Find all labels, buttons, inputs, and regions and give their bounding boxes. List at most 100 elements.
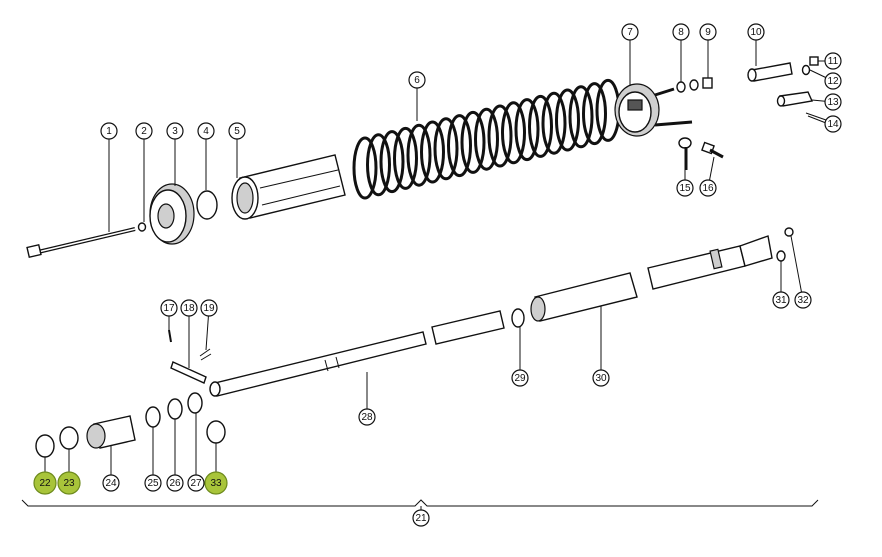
callout-27[interactable]: 27 <box>187 474 205 492</box>
part-washer-8b <box>689 79 699 91</box>
callout-31[interactable]: 31 <box>772 291 790 309</box>
callout-7[interactable]: 7 <box>621 23 639 41</box>
callout-number: 25 <box>147 478 159 489</box>
part-fork-tube <box>647 235 773 290</box>
callout-circle <box>102 474 120 492</box>
callout-13[interactable]: 13 <box>824 93 842 111</box>
spring-coil <box>433 117 459 181</box>
callout-number: 23 <box>63 478 75 489</box>
callout-8[interactable]: 8 <box>672 23 690 41</box>
callout-number: 22 <box>39 478 51 489</box>
callout-3[interactable]: 3 <box>166 122 184 140</box>
callout-24[interactable]: 24 <box>102 474 120 492</box>
part-washer-12 <box>801 64 811 76</box>
callout-number: 15 <box>679 183 691 194</box>
spring-coil <box>366 133 391 197</box>
callout-32[interactable]: 32 <box>794 291 812 309</box>
callout-number: 29 <box>514 373 526 384</box>
callout-1[interactable]: 1 <box>100 122 118 140</box>
part-ring-29 <box>511 308 525 328</box>
callout-5[interactable]: 5 <box>228 122 246 140</box>
part-ring-4 <box>196 190 218 220</box>
callout-circle <box>772 291 790 309</box>
callout-circle <box>676 179 694 197</box>
callout-10[interactable]: 10 <box>747 23 765 41</box>
part-shaft-28 <box>209 331 427 397</box>
part-clip-19 <box>199 348 212 361</box>
callout-number: 8 <box>678 27 684 38</box>
callout-number: 6 <box>414 75 420 86</box>
callout-circle <box>824 52 842 70</box>
part-pin-18 <box>170 361 207 384</box>
spring-coil <box>501 101 526 165</box>
part-bushing-31 <box>776 250 786 262</box>
part-spring-6 <box>352 78 621 200</box>
callout-number: 11 <box>828 56 839 67</box>
leader-line-32 <box>790 235 804 301</box>
spring-coil <box>379 130 405 194</box>
callout-17[interactable]: 17 <box>160 299 178 317</box>
spring-coil <box>406 123 432 187</box>
callout-circle <box>166 474 184 492</box>
callout-26[interactable]: 26 <box>166 474 184 492</box>
spring-coil <box>514 98 540 162</box>
spring-coil <box>460 110 486 174</box>
callout-19[interactable]: 19 <box>200 299 218 317</box>
callout-number: 31 <box>775 295 787 306</box>
callout-number: 24 <box>105 478 117 489</box>
callout-12[interactable]: 12 <box>824 72 842 90</box>
callout-29[interactable]: 29 <box>511 369 529 387</box>
spring-coil <box>352 136 378 200</box>
part-bolt-1 <box>26 227 136 259</box>
callout-number: 12 <box>827 76 839 87</box>
callout-circle <box>144 474 162 492</box>
callout-15[interactable]: 15 <box>676 179 694 197</box>
callout-number: 2 <box>141 126 147 137</box>
callout-circle <box>197 122 215 140</box>
callout-4[interactable]: 4 <box>197 122 215 140</box>
callout-25[interactable]: 25 <box>144 474 162 492</box>
spring-coil <box>528 94 553 158</box>
spring-coil <box>555 88 580 152</box>
callout-14[interactable]: 14 <box>824 115 842 133</box>
callout-28[interactable]: 28 <box>358 408 376 426</box>
callout-number: 32 <box>797 295 809 306</box>
callout-circle <box>621 23 639 41</box>
part-tube-30 <box>530 272 638 322</box>
part-bolt-16 <box>701 141 724 159</box>
part-bracket-7 <box>614 83 693 137</box>
callout-22[interactable]: 22 <box>33 471 57 495</box>
callout-circle <box>794 291 812 309</box>
callout-number: 14 <box>827 119 839 130</box>
callout-circle <box>824 115 842 133</box>
callout-circle <box>135 122 153 140</box>
callout-number: 16 <box>702 183 714 194</box>
callout-circle <box>412 509 430 527</box>
spring-coil <box>487 104 513 168</box>
callout-9[interactable]: 9 <box>699 23 717 41</box>
callout-16[interactable]: 16 <box>699 179 717 197</box>
callout-circle <box>699 179 717 197</box>
callout-2[interactable]: 2 <box>135 122 153 140</box>
callout-circle <box>33 471 57 495</box>
callout-23[interactable]: 23 <box>57 471 81 495</box>
callout-18[interactable]: 18 <box>180 299 198 317</box>
callout-number: 4 <box>203 126 209 137</box>
part-nut-11 <box>809 56 819 66</box>
callout-circle <box>100 122 118 140</box>
spring-coil <box>447 114 472 178</box>
callout-6[interactable]: 6 <box>408 71 426 89</box>
callout-circle <box>699 23 717 41</box>
callout-30[interactable]: 30 <box>592 369 610 387</box>
spring-coil <box>420 120 445 184</box>
callout-circle <box>408 71 426 89</box>
spring-coil <box>541 91 567 155</box>
callout-21[interactable]: 21 <box>412 509 430 527</box>
callout-11[interactable]: 11 <box>824 52 842 70</box>
callout-33[interactable]: 33 <box>204 471 228 495</box>
part-washer-8 <box>676 81 686 93</box>
callout-number: 3 <box>172 126 178 137</box>
callout-circle <box>358 408 376 426</box>
callout-circle <box>228 122 246 140</box>
